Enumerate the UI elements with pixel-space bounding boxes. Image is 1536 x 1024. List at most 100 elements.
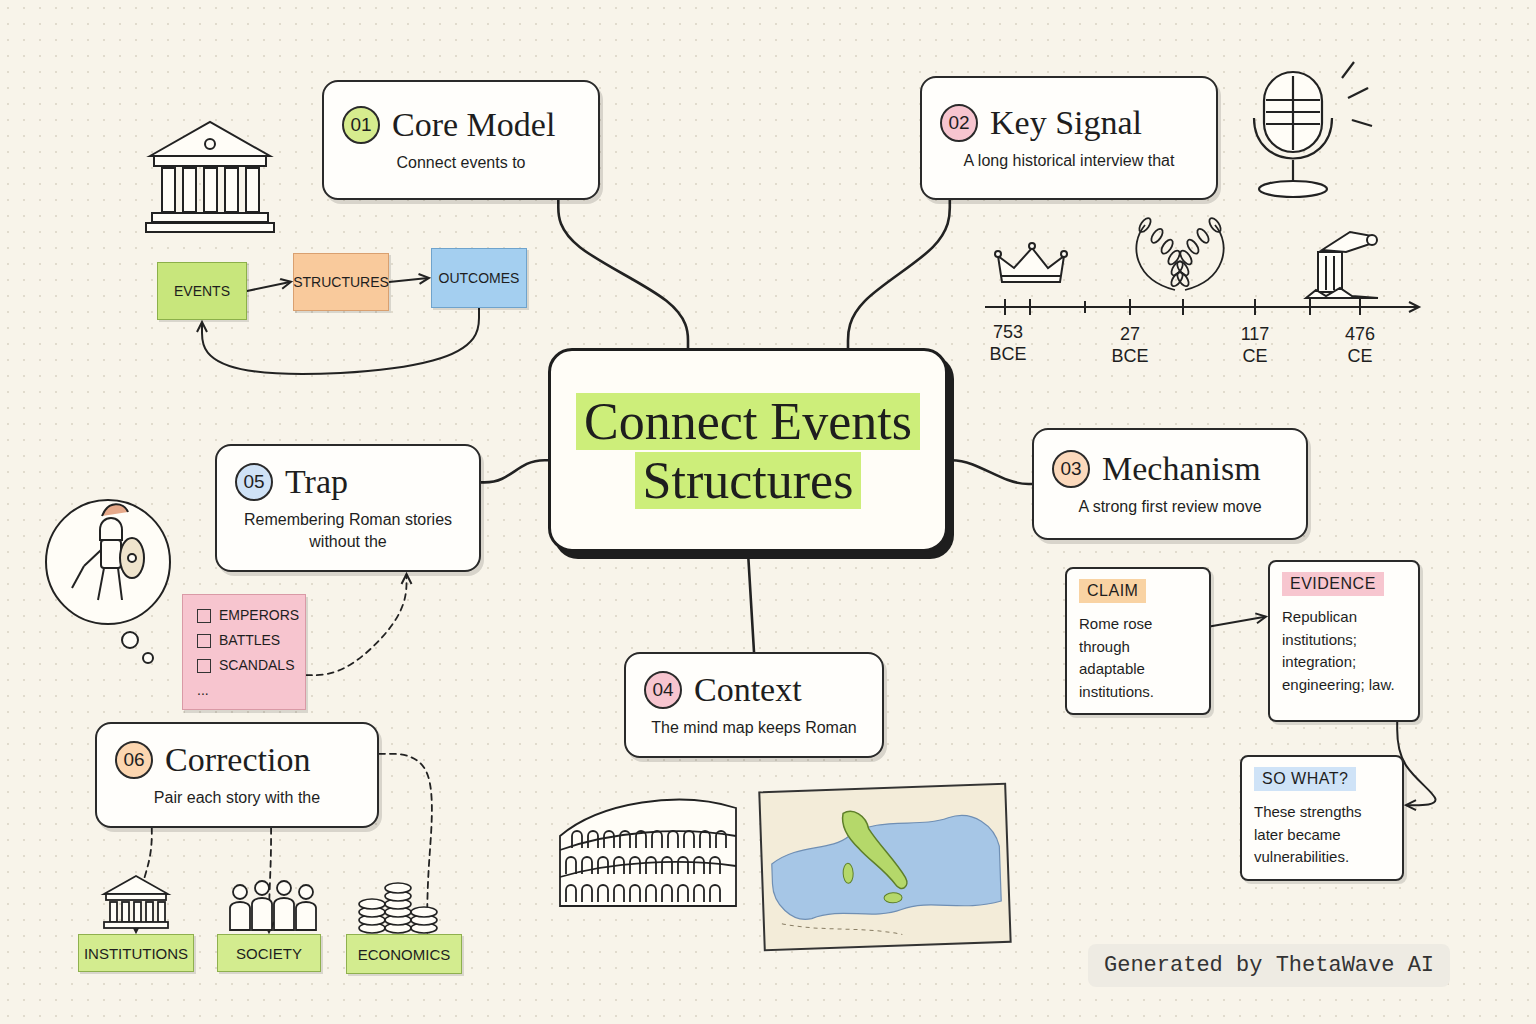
timeline-date: 476 CE bbox=[1332, 324, 1388, 367]
colosseum-arch bbox=[598, 885, 608, 902]
colosseum-arch bbox=[668, 831, 678, 848]
dashed-arrow bbox=[306, 575, 407, 675]
box-label: INSTITUTIONS bbox=[84, 945, 188, 962]
checklist-item: EMPERORS bbox=[197, 603, 295, 628]
colosseum-arch bbox=[598, 857, 608, 874]
box-tag: SO WHAT? bbox=[1254, 767, 1356, 791]
laurel-leaf bbox=[1178, 249, 1194, 267]
tagged-box: EVIDENCE Republican institutions; integra… bbox=[1268, 560, 1420, 722]
callout-number: 04 bbox=[644, 671, 682, 709]
topic-card: 01Core ModelConnect events to bbox=[322, 80, 600, 200]
tagged-box: SO WHAT?These strengths later became vul… bbox=[1240, 755, 1404, 881]
branch-line bbox=[948, 460, 1032, 484]
topic-card: 02Key SignalA long historical interview … bbox=[920, 76, 1218, 200]
thought-bubble bbox=[46, 500, 170, 663]
colosseum-arch bbox=[582, 857, 592, 874]
laurel-leaf bbox=[1175, 270, 1191, 288]
colosseum-arch bbox=[614, 857, 624, 874]
coin bbox=[359, 899, 385, 909]
checklist-item: SCANDALS bbox=[197, 653, 295, 678]
colosseum-arch bbox=[620, 831, 630, 848]
box-body: Republican institutions; integration; en… bbox=[1282, 606, 1406, 696]
colosseum-arch bbox=[716, 831, 726, 848]
sticky-label: INSTITUTIONS bbox=[78, 934, 194, 972]
card-heading: Context bbox=[694, 671, 864, 708]
card-heading: Core Model bbox=[392, 106, 580, 143]
checklist-item: ... bbox=[197, 678, 295, 703]
timeline bbox=[985, 299, 1418, 315]
temple-icon bbox=[146, 122, 274, 232]
laurel-leaf bbox=[1137, 216, 1153, 234]
box-label: EVENTS bbox=[174, 283, 230, 299]
colosseum-arch bbox=[614, 885, 624, 902]
colosseum-arch bbox=[678, 857, 688, 874]
card-heading: Correction bbox=[165, 741, 359, 778]
laurel-leaf bbox=[1149, 227, 1165, 245]
box-label: SOCIETY bbox=[236, 945, 302, 962]
box-tag: EVIDENCE bbox=[1282, 572, 1384, 596]
sticky-label: SOCIETY bbox=[217, 934, 321, 972]
callout-number: 06 bbox=[115, 741, 153, 779]
colosseum-arch bbox=[604, 831, 614, 848]
box-label: OUTCOMES bbox=[439, 270, 520, 286]
colosseum-icon bbox=[560, 800, 736, 906]
colosseum-arch bbox=[694, 857, 704, 874]
topic-card: 03 Mechanism A strong first review move bbox=[1032, 428, 1308, 540]
timeline-date: 753 BCE bbox=[980, 322, 1036, 365]
colosseum-arch bbox=[646, 885, 656, 902]
flow-arrow bbox=[389, 278, 428, 282]
sticky-label: ECONOMICS bbox=[346, 934, 462, 974]
card-body: A long historical interview that bbox=[940, 150, 1198, 172]
card-body: A strong first review move bbox=[1052, 496, 1288, 518]
watermark: Generated by ThetaWave AI bbox=[1088, 944, 1450, 987]
colosseum-arch bbox=[694, 885, 704, 902]
colosseum-arch bbox=[652, 831, 662, 848]
colosseum-arch bbox=[646, 857, 656, 874]
sticky-label: EVENTS bbox=[157, 262, 247, 320]
colosseum-arch bbox=[582, 885, 592, 902]
colosseum-arch bbox=[700, 831, 710, 848]
timeline-date: 117 CE bbox=[1227, 324, 1283, 367]
branch-line bbox=[848, 200, 950, 348]
sticky-label: OUTCOMES bbox=[431, 248, 527, 308]
timeline-date: 27 BCE bbox=[1102, 324, 1158, 367]
box-label: ECONOMICS bbox=[358, 946, 451, 963]
colosseum-arch bbox=[662, 857, 672, 874]
topic-card: 04 ContextThe mind map keeps Roman bbox=[624, 652, 884, 758]
tagged-box: CLAIM Rome rose through adaptable institu… bbox=[1065, 567, 1211, 715]
laurel-icon bbox=[1136, 216, 1223, 290]
coins-icon bbox=[359, 883, 437, 933]
card-heading: Mechanism bbox=[1102, 450, 1288, 487]
dashed-arrow bbox=[379, 754, 432, 931]
soldier-icon bbox=[72, 504, 144, 600]
box-label: STRUCTURES bbox=[293, 274, 389, 290]
box-body: Rome rose through adaptable institutions… bbox=[1079, 613, 1197, 703]
colosseum-arch bbox=[572, 831, 582, 848]
sticky-label: STRUCTURES bbox=[293, 253, 389, 311]
colosseum-arch bbox=[588, 831, 598, 848]
topic-title: Connect Events Structures bbox=[576, 393, 920, 510]
colosseum-arch bbox=[678, 885, 688, 902]
map-illustration bbox=[759, 784, 1010, 950]
branch-line bbox=[558, 200, 688, 348]
colosseum-arch bbox=[566, 885, 576, 902]
crown-icon bbox=[995, 243, 1067, 282]
card-heading: Key Signal bbox=[990, 104, 1198, 141]
callout-number: 03 bbox=[1052, 450, 1090, 488]
box-tag: CLAIM bbox=[1079, 579, 1146, 603]
coin bbox=[411, 907, 437, 917]
card-body: The mind map keeps Roman bbox=[644, 717, 864, 739]
flow-arrow bbox=[1211, 617, 1265, 627]
callout-number: 05 bbox=[235, 463, 273, 501]
topic-card: 05TrapRemembering Roman stories without … bbox=[215, 444, 481, 572]
colosseum-arch bbox=[710, 857, 720, 874]
laurel-leaf bbox=[1166, 249, 1182, 267]
checklist-item: BATTLES bbox=[197, 628, 295, 653]
colosseum-arch bbox=[566, 857, 576, 874]
branch-line bbox=[748, 552, 754, 652]
central-topic: Connect Events Structures bbox=[548, 348, 948, 552]
society-icon bbox=[230, 881, 316, 930]
callout-number: 01 bbox=[342, 106, 380, 144]
